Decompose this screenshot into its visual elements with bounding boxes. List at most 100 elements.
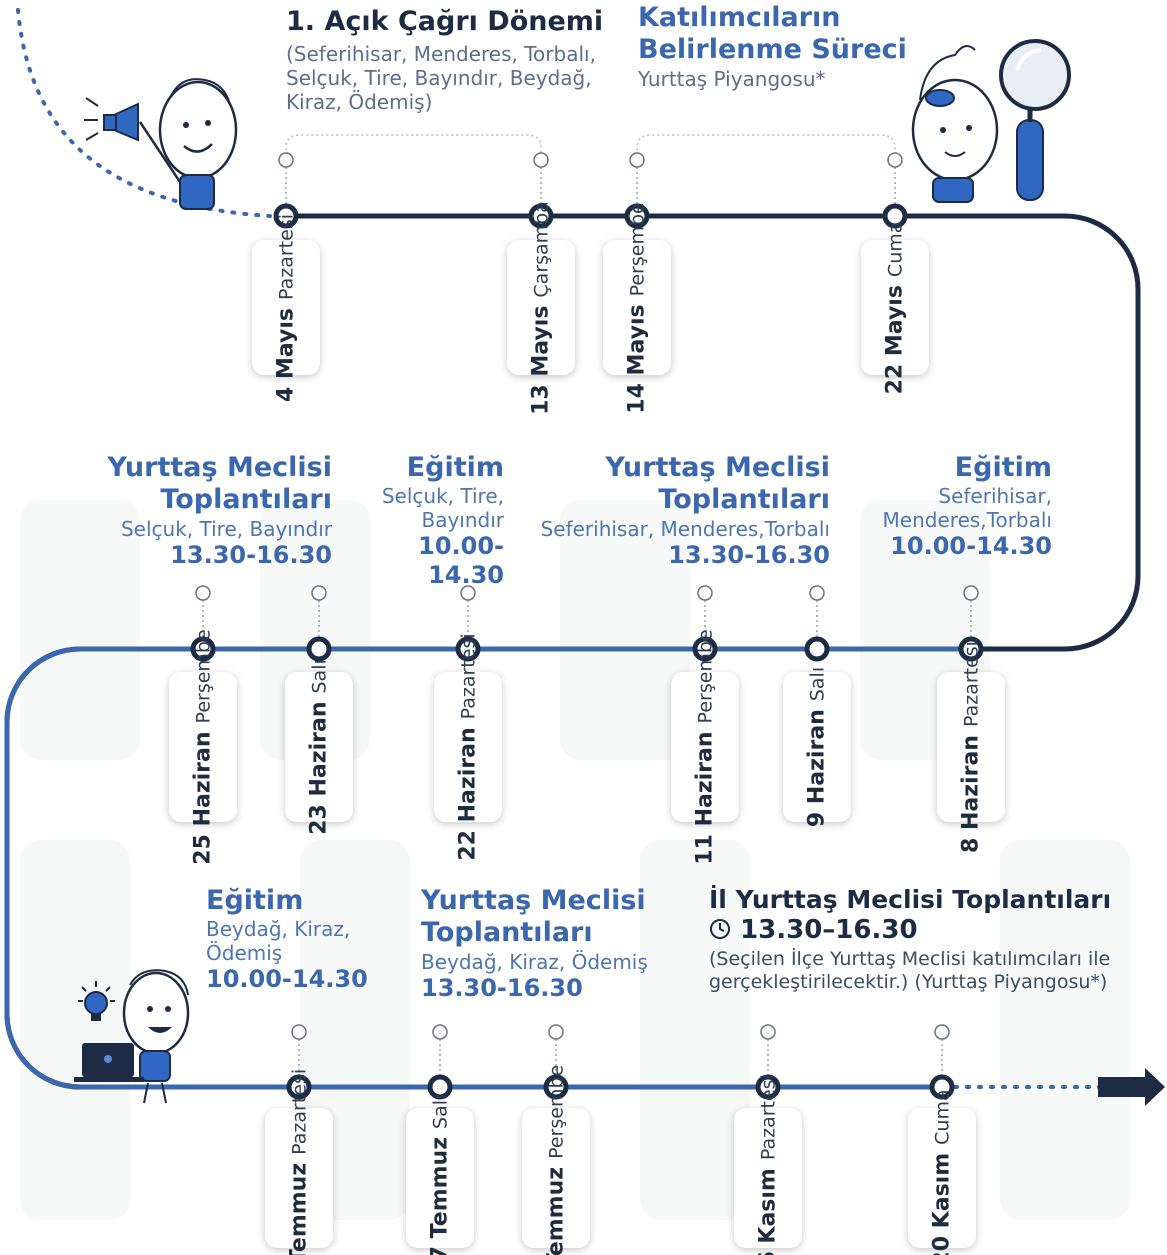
- date-card: 6 TemmuzPazartesi: [265, 1069, 333, 1255]
- marker-ring: [963, 585, 979, 601]
- date-card-text: 9 Haziran Salı: [805, 667, 830, 827]
- date-card-text: 14 Mayıs Perşembe: [625, 202, 650, 413]
- training-row3-line-2: Ödemiş: [206, 941, 283, 966]
- marker-ring: [460, 585, 476, 601]
- meeting-row2-right-block: Yurttaş Meclisi Toplantıları Seferihisar…: [530, 452, 830, 570]
- date-card: 22 HaziranPazartesi: [434, 633, 502, 861]
- selection-block: Katılımcıların Belirlenme Süreci Yurttaş…: [638, 2, 907, 91]
- provincial-title: İl Yurttaş Meclisi Toplantıları: [709, 885, 1112, 914]
- date-card-text: 22 MayısCuma: [883, 221, 908, 394]
- open-call-line-3: Kiraz, Ödemiş): [286, 90, 433, 115]
- provincial-line-1: (Seçilen İlçe Yurttaş Meclisi katılımcıl…: [709, 948, 1111, 971]
- date-label: 13 Mayıs: [528, 305, 554, 415]
- training-row3-time: 10.00-14.30: [206, 965, 368, 994]
- day-label: Perşembe: [694, 629, 717, 724]
- training-row2-mid-block: Eğitim Selçuk, Tire, Bayındır 10.00-14.3…: [344, 452, 504, 590]
- meeting-row3-time: 13.30-16.30: [421, 973, 583, 1002]
- clock-icon: [709, 917, 731, 948]
- date-label: 11 Haziran: [692, 731, 718, 865]
- meeting-row2-left-time: 13.30-16.30: [170, 540, 332, 569]
- laptop-icon: [74, 1043, 144, 1082]
- open-call-line-2: Selçuk, Tire, Bayındır, Beydağ,: [286, 66, 592, 91]
- training-row2-mid-title: Eğitim: [406, 452, 504, 483]
- date-label: 25 Haziran: [190, 731, 216, 865]
- training-row3-block: Eğitim Beydağ, Kiraz, Ödemiş 10.00-14.30: [206, 885, 368, 994]
- day-label: Pazartesi: [275, 213, 298, 300]
- training-row2-right-time: 10.00-14.30: [890, 532, 1052, 561]
- blue-path: [4, 646, 970, 1090]
- date-label: 14 Mayıs: [624, 303, 650, 414]
- timeline-node: [958, 636, 984, 662]
- training-row2-mid-line-2: Bayındır: [421, 508, 504, 533]
- training-row2-right-line-1: Seferihisar,: [938, 484, 1052, 509]
- date-label: 4 Mayıs: [273, 307, 299, 402]
- date-card-text: 7 TemmuzSalı: [428, 1095, 453, 1255]
- meeting-row2-right-title-1: Yurttaş Meclisi: [605, 452, 830, 483]
- markers: [190, 152, 984, 1100]
- day-label: Perşembe: [192, 629, 215, 724]
- day-label: Salı: [308, 659, 331, 694]
- date-card: 22 MayısCuma: [861, 221, 929, 394]
- timeline-node: [624, 203, 650, 229]
- training-row2-right-title: Eğitim: [954, 452, 1052, 483]
- date-card-text: 16 KasımPazartesi: [756, 1074, 781, 1255]
- meeting-row2-right-time: 13.30-16.30: [668, 540, 830, 569]
- date-card: 13 MayısÇarşamba: [507, 201, 575, 414]
- date-card-text: 22 HaziranPazartesi: [456, 633, 481, 860]
- meeting-row2-left-title-1: Yurttaş Meclisi: [107, 452, 332, 483]
- timeline-node: [804, 636, 830, 662]
- character-laptop: [74, 969, 190, 1104]
- provincial-time: 13.30–16.30: [740, 915, 918, 945]
- timeline-node: [286, 1074, 312, 1100]
- timeline-node: [528, 203, 554, 229]
- timeline-node: [755, 1074, 781, 1100]
- day-label: Pazartesi: [960, 641, 983, 728]
- date-label: 8 Haziran: [958, 735, 984, 853]
- day-label: Perşembe: [545, 1064, 568, 1159]
- meeting-row2-left-block: Yurttaş Meclisi Toplantıları Selçuk, Tir…: [96, 452, 332, 570]
- marker-ring: [291, 1024, 307, 1040]
- marker-ring: [697, 585, 713, 601]
- marker-ring: [934, 1024, 950, 1040]
- training-row2-mid-time: 10.00-14.30: [418, 532, 504, 590]
- open-call-line-1: (Seferihisar, Menderes, Torbalı,: [286, 42, 596, 67]
- megaphone-icon: [84, 97, 139, 142]
- timeline-node: [692, 636, 718, 662]
- day-label: Perşembe: [626, 201, 649, 296]
- selection-title-1: Katılımcıların: [638, 2, 841, 33]
- date-label: 23 Haziran: [306, 701, 332, 835]
- selection-subtitle: Yurttaş Piyangosu*: [638, 66, 826, 91]
- lightbulb-icon: [78, 981, 115, 1021]
- magnifier-icon: [999, 39, 1071, 201]
- marker-ring: [311, 585, 327, 601]
- provincial-time-row: 13.30–16.30: [709, 915, 1111, 948]
- marker-ring: [887, 152, 903, 168]
- marker-ring: [432, 1024, 448, 1040]
- date-card-text: 20 KasımCuma: [930, 1089, 955, 1255]
- provincial-block: İl Yurttaş Meclisi Toplantıları 13.30–16…: [709, 885, 1111, 994]
- date-card-text: 4 Mayıs Pazartesi: [274, 213, 299, 401]
- marker-ring: [548, 1024, 564, 1040]
- date-label: 6 Temmuz: [286, 1162, 312, 1255]
- timeline-node: [273, 203, 299, 229]
- day-label: Salı: [806, 666, 829, 702]
- character-megaphone: [84, 78, 238, 210]
- meeting-row2-right-title-2: Toplantıları: [658, 484, 830, 516]
- open-call-title: 1. Açık Çağrı Dönemi: [286, 6, 604, 37]
- date-card-text: 23 Haziran Salı: [307, 659, 332, 835]
- meeting-row3-block: Yurttaş Meclisi Toplantıları Beydağ, Kir…: [421, 885, 648, 1003]
- date-card-text: 11 Haziran Perşembe: [693, 629, 718, 864]
- open-call-block: 1. Açık Çağrı Dönemi (Seferihisar, Mende…: [286, 6, 603, 114]
- marker-ring: [195, 585, 211, 601]
- provincial-line-2: gerçekleştirilecektir.) (Yurttaş Piyango…: [709, 970, 1108, 993]
- date-label: 22 Mayıs: [882, 284, 908, 394]
- day-label: Pazartesi: [757, 1074, 780, 1161]
- meeting-row2-right-districts: Seferihisar, Menderes,Torbalı: [540, 516, 830, 541]
- meeting-row2-left-title-2: Toplantıları: [160, 484, 332, 516]
- date-label: 9 Haziran: [804, 709, 830, 828]
- marker-ring: [278, 152, 294, 168]
- marker-ring: [760, 1024, 776, 1040]
- date-card: 23 Haziran Salı: [285, 659, 353, 835]
- date-card: 7 TemmuzSalı: [406, 1095, 474, 1255]
